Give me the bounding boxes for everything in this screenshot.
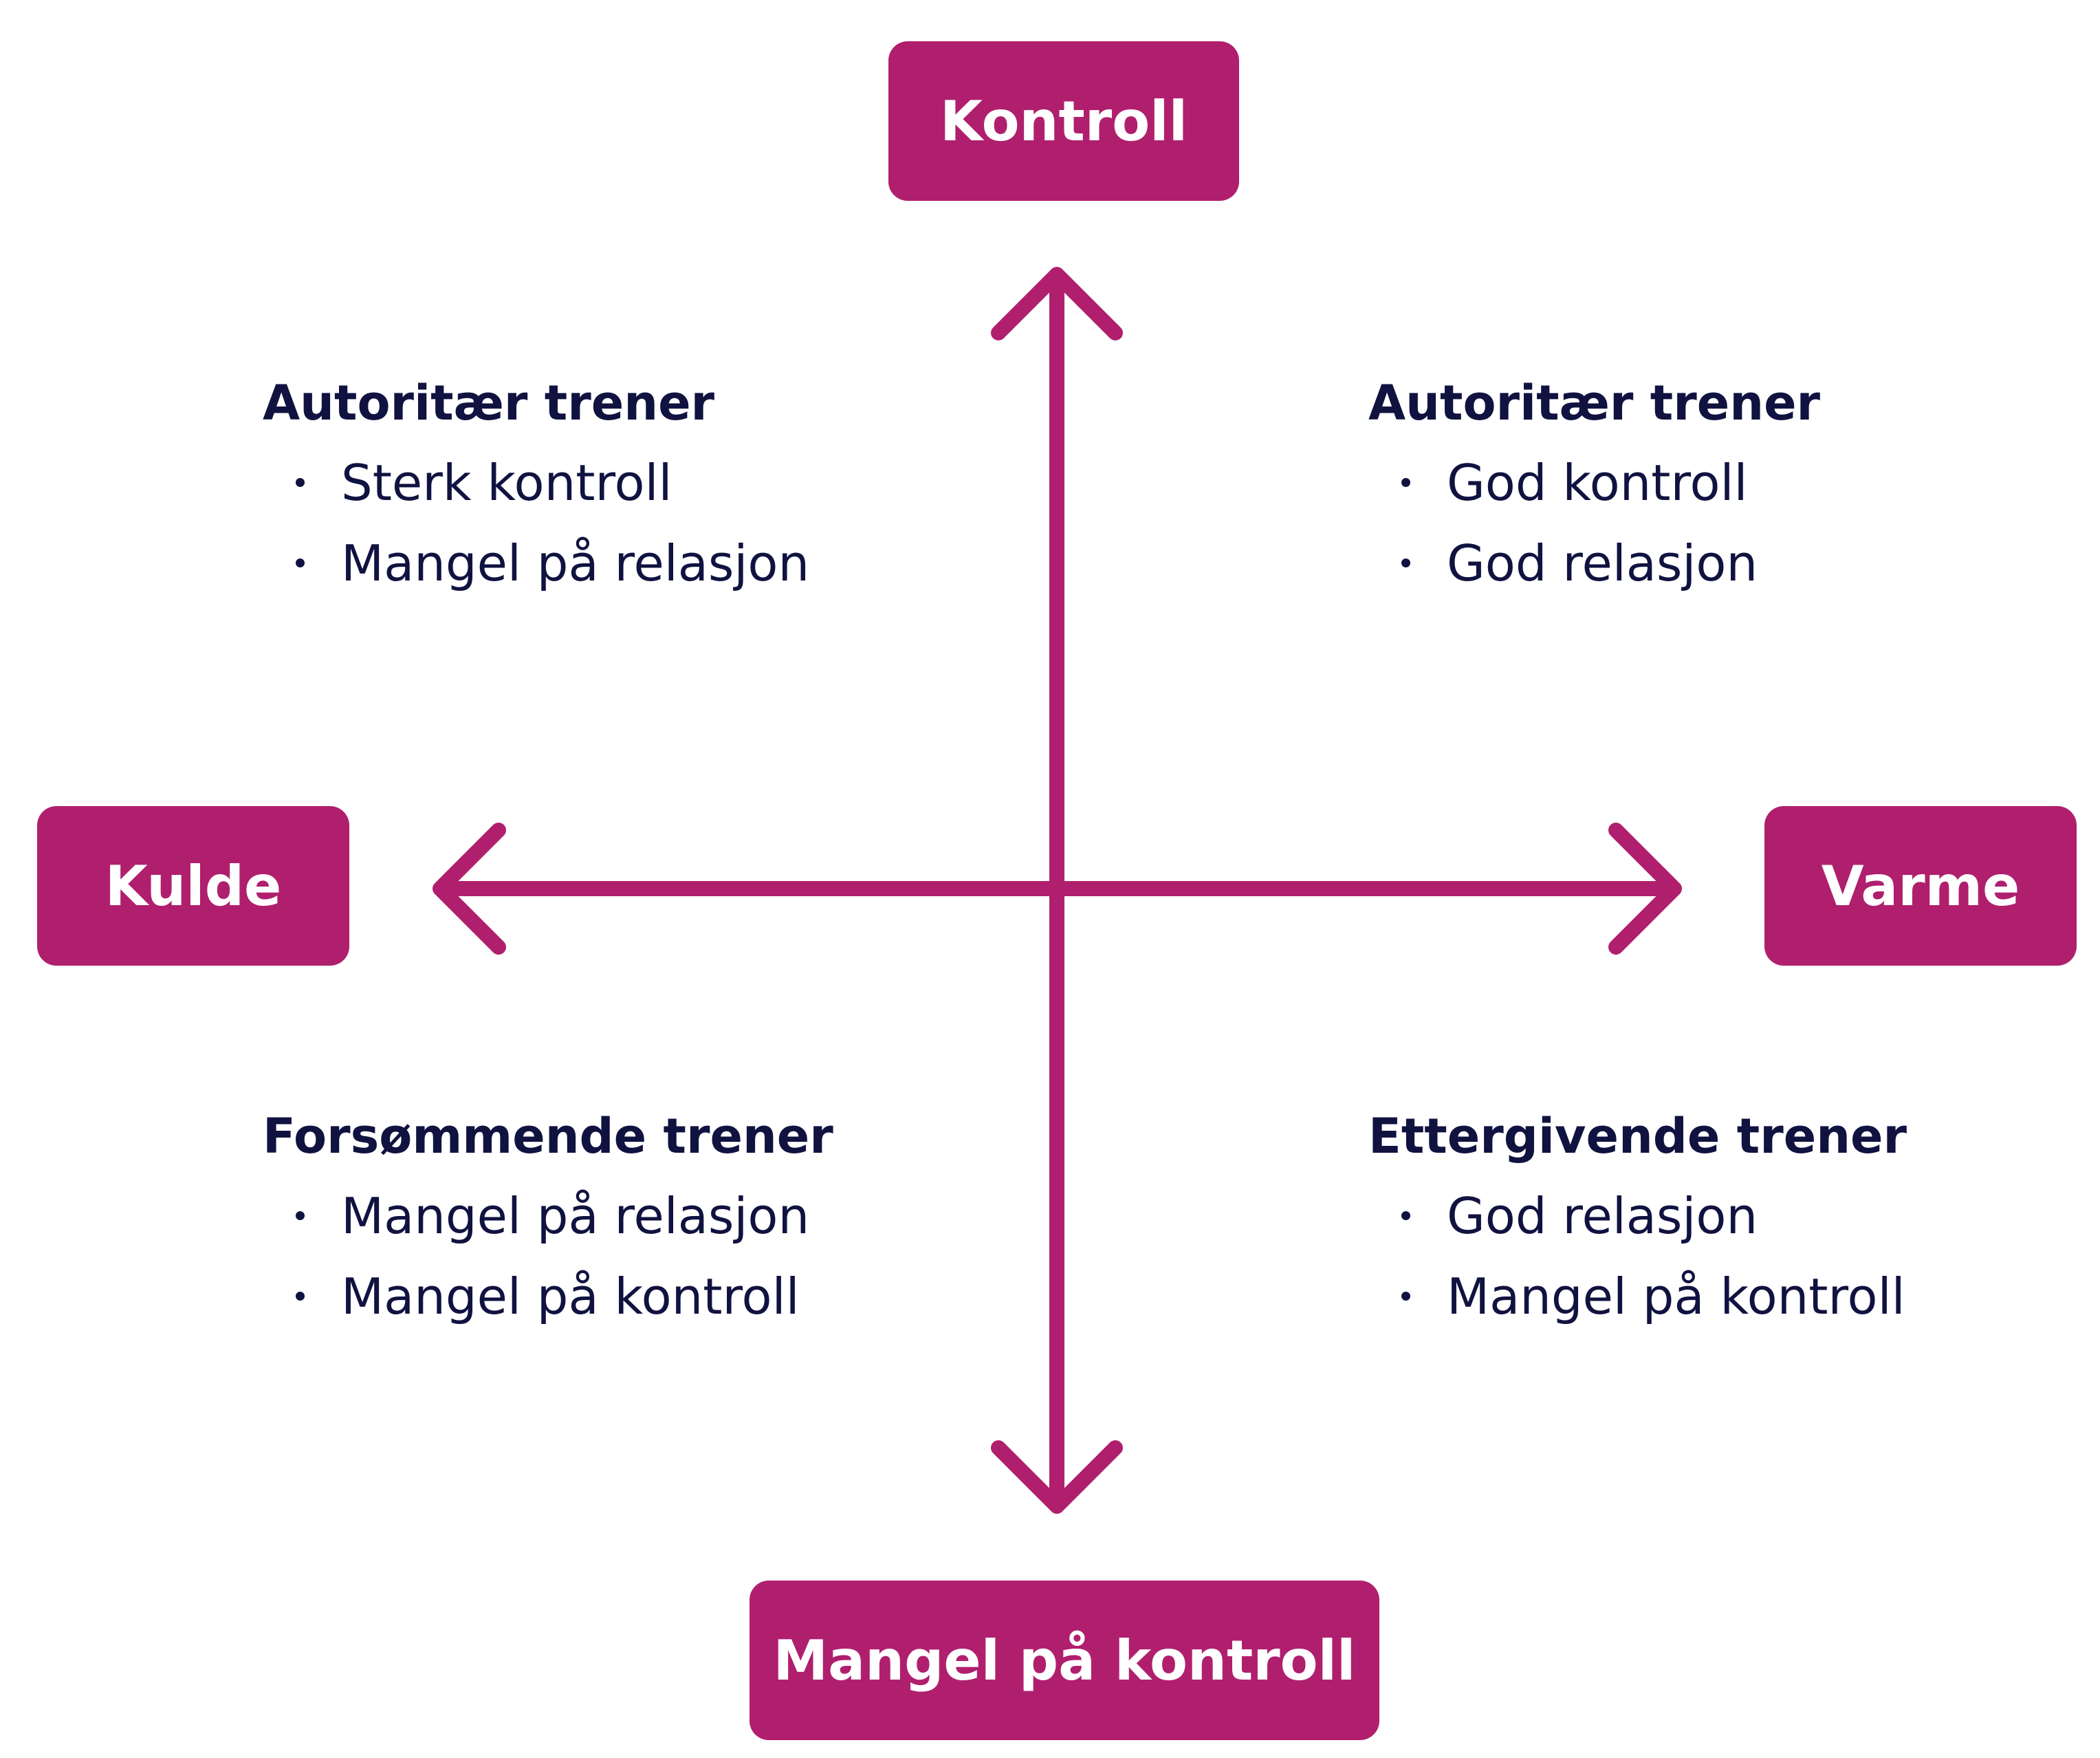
quadrant-bottom-left: Forsømmende trener Mangel på relasjon Ma… — [263, 1109, 833, 1348]
quadrant-list: Sterk kontroll Mangel på relasjon — [263, 454, 809, 592]
pole-label-top: Kontroll — [940, 89, 1188, 153]
bullet-icon — [296, 478, 305, 487]
list-item: God relasjon — [1368, 534, 1820, 592]
bullet-icon — [1401, 558, 1410, 567]
bullet-icon — [296, 1292, 305, 1301]
quadrant-top-left: Autoritær trener Sterk kontroll Mangel p… — [263, 376, 809, 615]
list-item: Mangel på kontroll — [263, 1268, 833, 1325]
quadrant-title: Forsømmende trener — [263, 1108, 833, 1164]
quadrant-top-right: Autoritær trener God kontroll God relasj… — [1368, 376, 1820, 615]
quadrant-list: God kontroll God relasjon — [1368, 454, 1820, 592]
pole-label-left: Kulde — [105, 854, 282, 918]
list-item-text: Mangel på kontroll — [341, 1268, 800, 1325]
bullet-icon — [1401, 478, 1410, 487]
arrowhead-down-icon — [991, 1440, 1123, 1514]
list-item-text: God kontroll — [1447, 454, 1748, 512]
list-item-text: Sterk kontroll — [341, 454, 672, 512]
quadrant-list: Mangel på relasjon Mangel på kontroll — [263, 1187, 833, 1325]
list-item-text: God relasjon — [1447, 1187, 1758, 1245]
list-item-text: Mangel på kontroll — [1447, 1268, 1905, 1325]
arrowhead-right-icon — [1608, 823, 1682, 955]
list-item: Mangel på relasjon — [263, 1187, 833, 1245]
pole-label-right: Varme — [1821, 854, 2020, 918]
list-item: God relasjon — [1368, 1187, 1907, 1245]
list-item: Mangel på kontroll — [1368, 1268, 1907, 1325]
list-item-text: God relasjon — [1447, 534, 1758, 592]
quadrant-list: God relasjon Mangel på kontroll — [1368, 1187, 1907, 1325]
quadrant-title: Ettergivende trener — [1368, 1108, 1907, 1164]
list-item: God kontroll — [1368, 454, 1820, 512]
list-item-text: Mangel på relasjon — [341, 1187, 810, 1245]
quadrant-title: Autoritær trener — [263, 375, 715, 431]
quadrant-title: Autoritær trener — [1368, 375, 1821, 431]
bullet-icon — [1401, 1292, 1410, 1301]
pole-box-bottom: Mangel på kontroll — [750, 1581, 1379, 1740]
arrowhead-left-icon — [433, 823, 506, 955]
list-item: Mangel på relasjon — [263, 534, 809, 592]
pole-box-right: Varme — [1764, 806, 2077, 966]
pole-box-top: Kontroll — [888, 41, 1239, 201]
quadrant-bottom-right: Ettergivende trener God relasjon Mangel … — [1368, 1109, 1907, 1348]
bullet-icon — [1401, 1211, 1410, 1220]
list-item-text: Mangel på relasjon — [341, 534, 810, 592]
pole-label-bottom: Mangel på kontroll — [773, 1628, 1356, 1693]
arrowhead-up-icon — [991, 267, 1123, 340]
bullet-icon — [296, 558, 305, 567]
list-item: Sterk kontroll — [263, 454, 809, 512]
pole-box-left: Kulde — [37, 806, 349, 966]
bullet-icon — [296, 1211, 305, 1220]
